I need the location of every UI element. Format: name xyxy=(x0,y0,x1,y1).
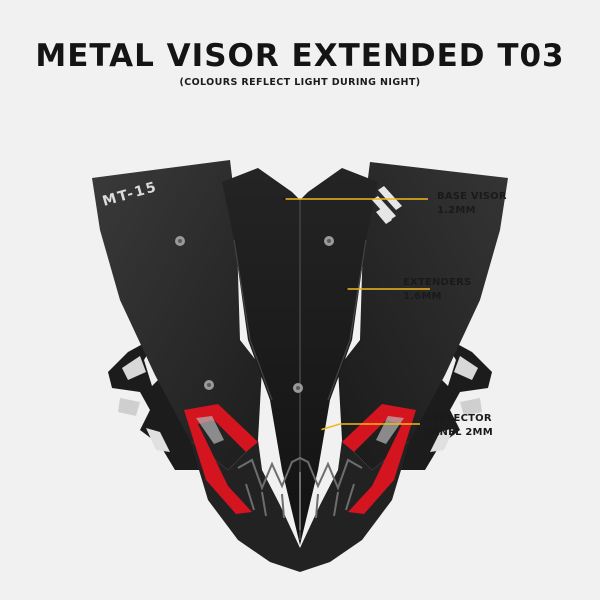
callout-base-visor-thickness: 1.2MM xyxy=(437,205,476,216)
mt-logo-grille xyxy=(237,456,363,530)
reflector-panel xyxy=(184,404,416,514)
lower-visor-body xyxy=(190,440,410,572)
right-extender-bracket xyxy=(400,340,492,470)
right-visor-panel xyxy=(338,162,508,470)
page-subtitle: (COLOURS REFLECT LIGHT DURING NIGHT) xyxy=(179,77,421,88)
callout-extenders-name: EXTENDERS xyxy=(403,277,472,288)
left-extender-bracket xyxy=(108,340,200,470)
callout-base-visor-name: BASE VISOR xyxy=(437,191,507,202)
callout-reflector-name: REFLECTOR xyxy=(425,413,492,424)
callout-reflector: REFLECTOR PANEL 2MM xyxy=(425,412,493,440)
callout-reflector-thickness: PANEL 2MM xyxy=(425,427,493,438)
page-title: METAL VISOR EXTENDED T03 xyxy=(35,38,565,74)
stripe-decal xyxy=(372,186,402,224)
callout-extenders: EXTENDERS 1.6MM xyxy=(403,276,471,304)
callout-extenders-thickness: 1.6MM xyxy=(403,291,442,302)
callout-leaders xyxy=(284,198,430,431)
left-visor-panel xyxy=(92,160,262,470)
callout-base-visor: BASE VISOR 1.2MM xyxy=(437,190,507,218)
reflector-leader-a xyxy=(319,423,341,431)
mounting-bolts xyxy=(175,236,334,393)
